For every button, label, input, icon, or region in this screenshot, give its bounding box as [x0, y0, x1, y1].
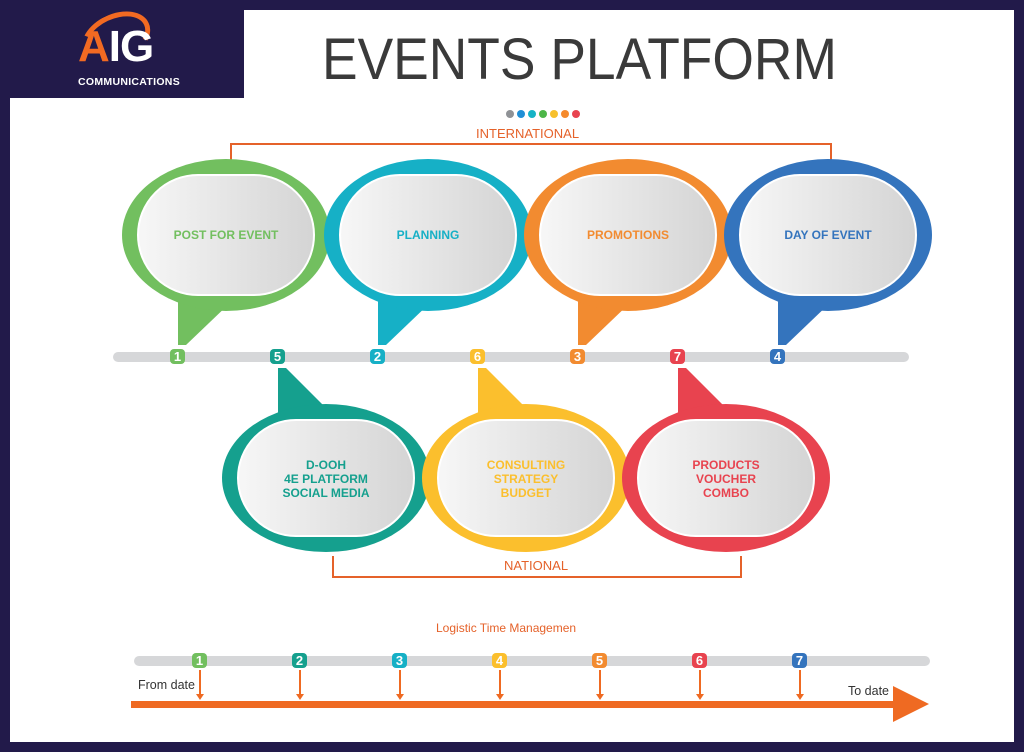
tick-arrow-icon: [296, 694, 304, 700]
stage-badge-6: 6: [470, 349, 485, 364]
logistics-badge-5: 5: [592, 653, 607, 668]
stage-badge-3: 3: [570, 349, 585, 364]
logistics-tick: [499, 670, 501, 694]
logistics-tick: [599, 670, 601, 694]
national-label: NATIONAL: [502, 558, 571, 573]
logo-mark: AIG: [78, 22, 154, 71]
palette-dot: [506, 110, 514, 118]
logistics-tick: [699, 670, 701, 694]
tick-arrow-icon: [596, 694, 604, 700]
palette-dot: [528, 110, 536, 118]
national-bracket: [332, 556, 742, 578]
arrow-head-icon: [893, 686, 929, 722]
date-arrow-line: [131, 701, 901, 708]
stage-label-3: PROMOTIONS: [586, 228, 669, 242]
tick-arrow-icon: [496, 694, 504, 700]
page-title: EVENTS PLATFORM: [322, 27, 837, 92]
stage-bubble-6-body: [437, 419, 615, 537]
logistics-badge-4: 4: [492, 653, 507, 668]
palette-dot: [550, 110, 558, 118]
logistics-tick: [299, 670, 301, 694]
stage-bubble-3: [524, 159, 732, 345]
stage-bubble-1: [122, 159, 330, 345]
stage-label-4: DAY OF EVENT: [784, 228, 872, 242]
logistics-badge-2: 2: [292, 653, 307, 668]
logistics-tick: [799, 670, 801, 694]
palette-dot: [517, 110, 525, 118]
stage-badge-5: 5: [270, 349, 285, 364]
stage-label-1: POST FOR EVENT: [173, 228, 279, 242]
stage-bubble-1-body: [137, 174, 315, 296]
logistics-badge-3: 3: [392, 653, 407, 668]
stage-label-5: D-OOH 4E PLATFORM SOCIAL MEDIA: [282, 458, 370, 500]
stage-bubble-7: [622, 368, 830, 552]
tick-arrow-icon: [696, 694, 704, 700]
international-label: INTERNATIONAL: [476, 126, 580, 141]
logistics-title: Logistic Time Managemen: [436, 621, 577, 635]
tick-arrow-icon: [196, 694, 204, 700]
logo: AIG COMMUNICATIONS: [0, 0, 244, 98]
stage-label-7: PRODUCTS VOUCHER COMBO: [692, 458, 760, 500]
stage-timeline: [113, 352, 909, 362]
palette-dot: [572, 110, 580, 118]
stage-badge-7: 7: [670, 349, 685, 364]
stage-bubble-3-body: [539, 174, 717, 296]
stage-bubble-4-body: [739, 174, 917, 296]
stage-label-6: CONSULTING STRATEGY BUDGET: [486, 458, 566, 500]
to-date-label: To date: [848, 684, 890, 698]
stage-badge-2: 2: [370, 349, 385, 364]
stage-bubble-6: [422, 368, 630, 552]
stage-label-2: PLANNING: [396, 228, 460, 242]
logistics-timeline: [134, 656, 930, 666]
logistics-badge-7: 7: [792, 653, 807, 668]
stage-bubble-2-body: [339, 174, 517, 296]
palette-dots: [506, 110, 580, 118]
diagram-canvas: [10, 10, 1014, 742]
stage-badge-4: 4: [770, 349, 785, 364]
stage-bubble-5-body: [237, 419, 415, 537]
palette-dot: [561, 110, 569, 118]
logistics-tick: [399, 670, 401, 694]
from-date-label: From date: [138, 678, 195, 692]
tick-arrow-icon: [396, 694, 404, 700]
logistics-badge-6: 6: [692, 653, 707, 668]
stage-bubble-2: [324, 159, 532, 345]
international-bracket: [230, 143, 832, 173]
logistics-badge-1: 1: [192, 653, 207, 668]
stage-badge-1: 1: [170, 349, 185, 364]
logistics-tick: [199, 670, 201, 694]
tick-arrow-icon: [796, 694, 804, 700]
stage-bubble-4: [724, 159, 932, 345]
stage-bubble-5: [222, 368, 430, 552]
logo-subtitle: COMMUNICATIONS: [78, 76, 180, 88]
palette-dot: [539, 110, 547, 118]
stage-bubble-7-body: [637, 419, 815, 537]
